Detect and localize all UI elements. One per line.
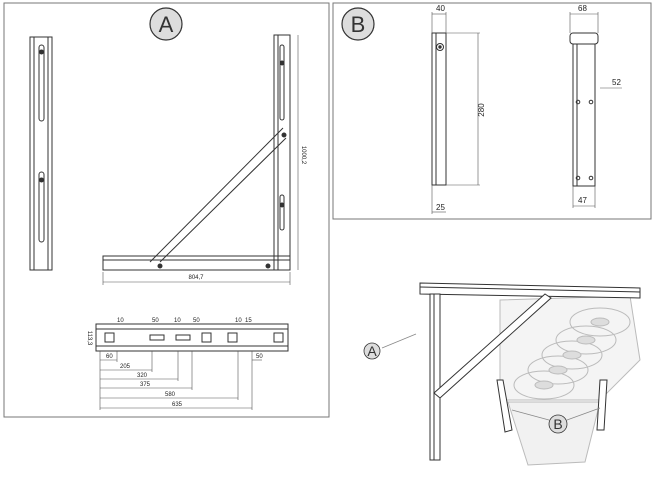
panel-a-badge (149, 7, 183, 41)
callout-b-label: B (553, 416, 562, 432)
panel-a-frame (3, 2, 330, 418)
dim-top-10b: 10 (174, 318, 181, 324)
dim-h280: 280 (477, 103, 486, 117)
hanger-front-view (569, 32, 599, 187)
beam-top-view (95, 323, 289, 352)
bracket-front-view (102, 34, 291, 271)
dim-top-15: 15 (245, 318, 252, 324)
dim-width (102, 272, 291, 285)
callout-a-arrow (381, 333, 417, 349)
dim-320: 320 (137, 373, 148, 379)
dim-50: 50 (256, 354, 263, 360)
callout-b-badge (548, 414, 568, 434)
chain-dims (99, 351, 262, 410)
dim-205: 205 (120, 364, 131, 370)
bracket-assembly (419, 282, 641, 461)
dim-top-10a: 10 (117, 318, 124, 324)
dim-top-50a: 50 (152, 318, 159, 324)
dim-width-label: 804,7 (188, 275, 204, 281)
dim-r52: 52 (612, 78, 621, 87)
hanger-front-dims (569, 12, 622, 208)
cooler-unit (499, 295, 641, 466)
dim-top-height-label: 113,3 (86, 331, 92, 346)
dim-375: 375 (140, 382, 151, 388)
dim-60: 60 (106, 354, 113, 360)
leg-side-view (29, 36, 53, 271)
dim-635: 635 (172, 402, 183, 408)
dim-580: 580 (165, 392, 176, 398)
dim-w68: 68 (578, 4, 587, 13)
hanger-side-dims (431, 12, 480, 214)
dim-b47: 47 (578, 196, 587, 205)
panel-b-label: B (351, 12, 366, 37)
dim-b25: 25 (436, 203, 445, 212)
callout-a-badge (363, 342, 381, 360)
dim-w40: 40 (436, 4, 445, 13)
panel-b-frame (332, 2, 652, 220)
hanger-side-view (431, 32, 447, 186)
dim-height-label: 1000,2 (300, 146, 306, 165)
callout-b-arrow-left (511, 409, 550, 421)
callout-b-arrow-right (566, 407, 601, 421)
callout-a-label: A (367, 343, 377, 359)
panel-b-badge (341, 7, 375, 41)
panel-a-label: A (159, 12, 174, 37)
dim-top-10c: 10 (235, 318, 242, 324)
dim-top-50b: 50 (193, 318, 200, 324)
